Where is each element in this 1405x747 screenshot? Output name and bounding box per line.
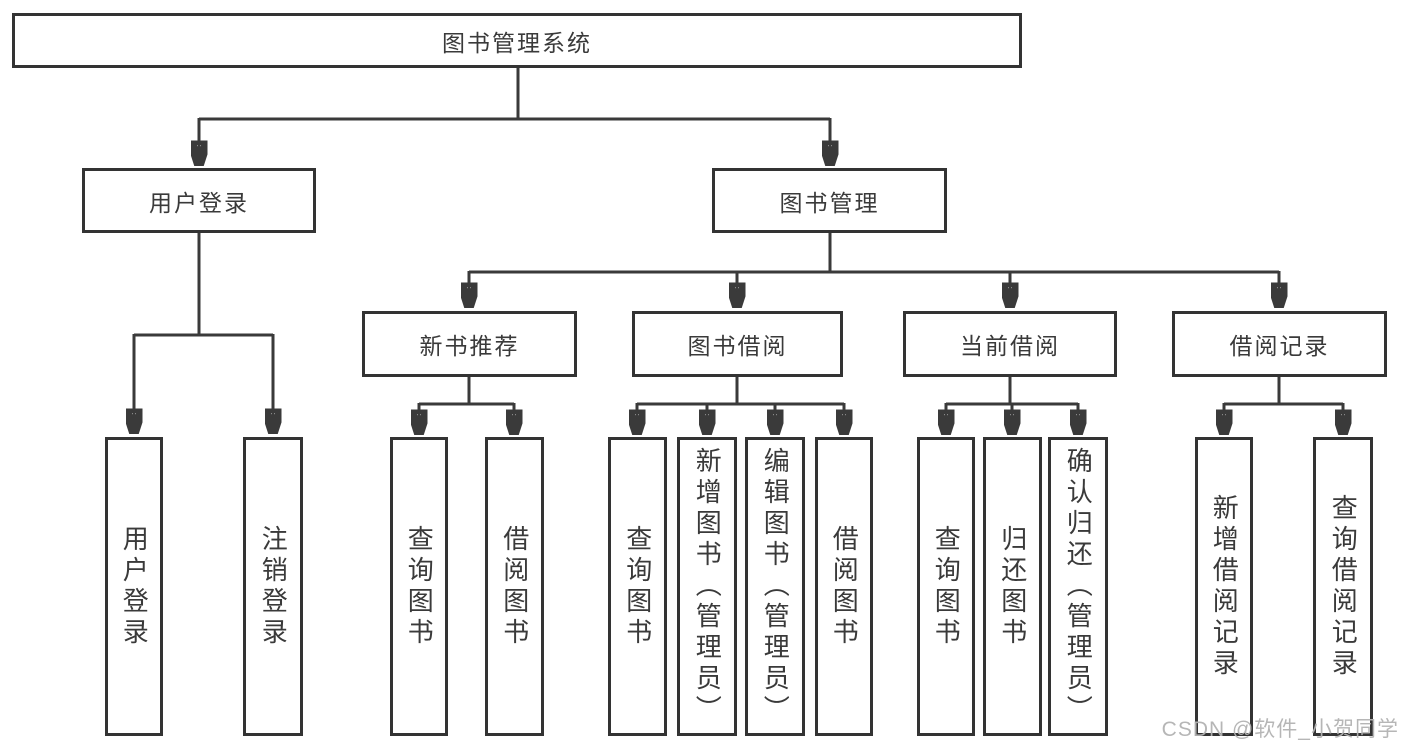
leaf-borrow-books-borrowing: 借阅图书 xyxy=(815,437,873,736)
leaf-borrow-books-borrowing-label: 借阅图书 xyxy=(829,524,860,649)
node-new-book-recommendation: 新书推荐 xyxy=(362,311,577,377)
leaf-query-borrow-record-label: 查询借阅记录 xyxy=(1328,493,1359,680)
leaf-edit-books-admin-label: 编辑图书（管理员） xyxy=(760,447,791,726)
leaf-logout-login: 注销登录 xyxy=(243,437,303,736)
leaf-query-books-borrowing: 查询图书 xyxy=(608,437,667,736)
node-book-borrowing: 图书借阅 xyxy=(632,311,843,377)
node-new-book-recommendation-label: 新书推荐 xyxy=(419,333,520,359)
leaf-confirm-return-admin: 确认归还（管理员） xyxy=(1048,437,1108,736)
leaf-return-books-label: 归还图书 xyxy=(997,524,1028,649)
node-library-management-system-label: 图书管理系统 xyxy=(442,29,592,56)
leaf-query-books-current: 查询图书 xyxy=(917,437,975,736)
node-library-management-system: 图书管理系统 xyxy=(12,13,1022,68)
leaf-logout-login-label: 注销登录 xyxy=(258,524,289,649)
leaf-query-borrow-record: 查询借阅记录 xyxy=(1313,437,1373,736)
leaf-confirm-return-admin-label: 确认归还（管理员） xyxy=(1063,447,1094,726)
leaf-edit-books-admin: 编辑图书（管理员） xyxy=(745,437,805,736)
node-book-management: 图书管理 xyxy=(712,168,947,233)
leaf-add-borrow-record: 新增借阅记录 xyxy=(1195,437,1253,736)
leaf-return-books: 归还图书 xyxy=(983,437,1042,736)
node-current-borrowing-label: 当前借阅 xyxy=(960,333,1060,359)
connector-group xyxy=(134,68,1343,435)
node-borrowing-records-label: 借阅记录 xyxy=(1229,333,1330,359)
leaf-user-login-label: 用户登录 xyxy=(119,524,150,649)
node-borrowing-records: 借阅记录 xyxy=(1172,311,1387,377)
leaf-add-books-admin-label: 新增图书（管理员） xyxy=(692,447,723,726)
node-user-login-label: 用户登录 xyxy=(149,189,249,216)
leaf-borrow-books-recommend: 借阅图书 xyxy=(485,437,544,736)
leaf-add-borrow-record-label: 新增借阅记录 xyxy=(1209,493,1240,680)
leaf-borrow-books-recommend-label: 借阅图书 xyxy=(499,524,530,649)
watermark: CSDN @软件_小贺同学 xyxy=(1161,718,1399,741)
node-book-borrowing-label: 图书借阅 xyxy=(687,333,788,359)
leaf-query-books-recommend: 查询图书 xyxy=(390,437,448,736)
leaf-query-books-borrowing-label: 查询图书 xyxy=(622,524,653,649)
node-current-borrowing: 当前借阅 xyxy=(903,311,1117,377)
node-book-management-label: 图书管理 xyxy=(779,189,880,216)
node-user-login: 用户登录 xyxy=(82,168,316,233)
leaf-query-books-current-label: 查询图书 xyxy=(931,524,962,649)
leaf-add-books-admin: 新增图书（管理员） xyxy=(677,437,737,736)
leaf-query-books-recommend-label: 查询图书 xyxy=(404,524,435,649)
leaf-user-login: 用户登录 xyxy=(105,437,163,736)
